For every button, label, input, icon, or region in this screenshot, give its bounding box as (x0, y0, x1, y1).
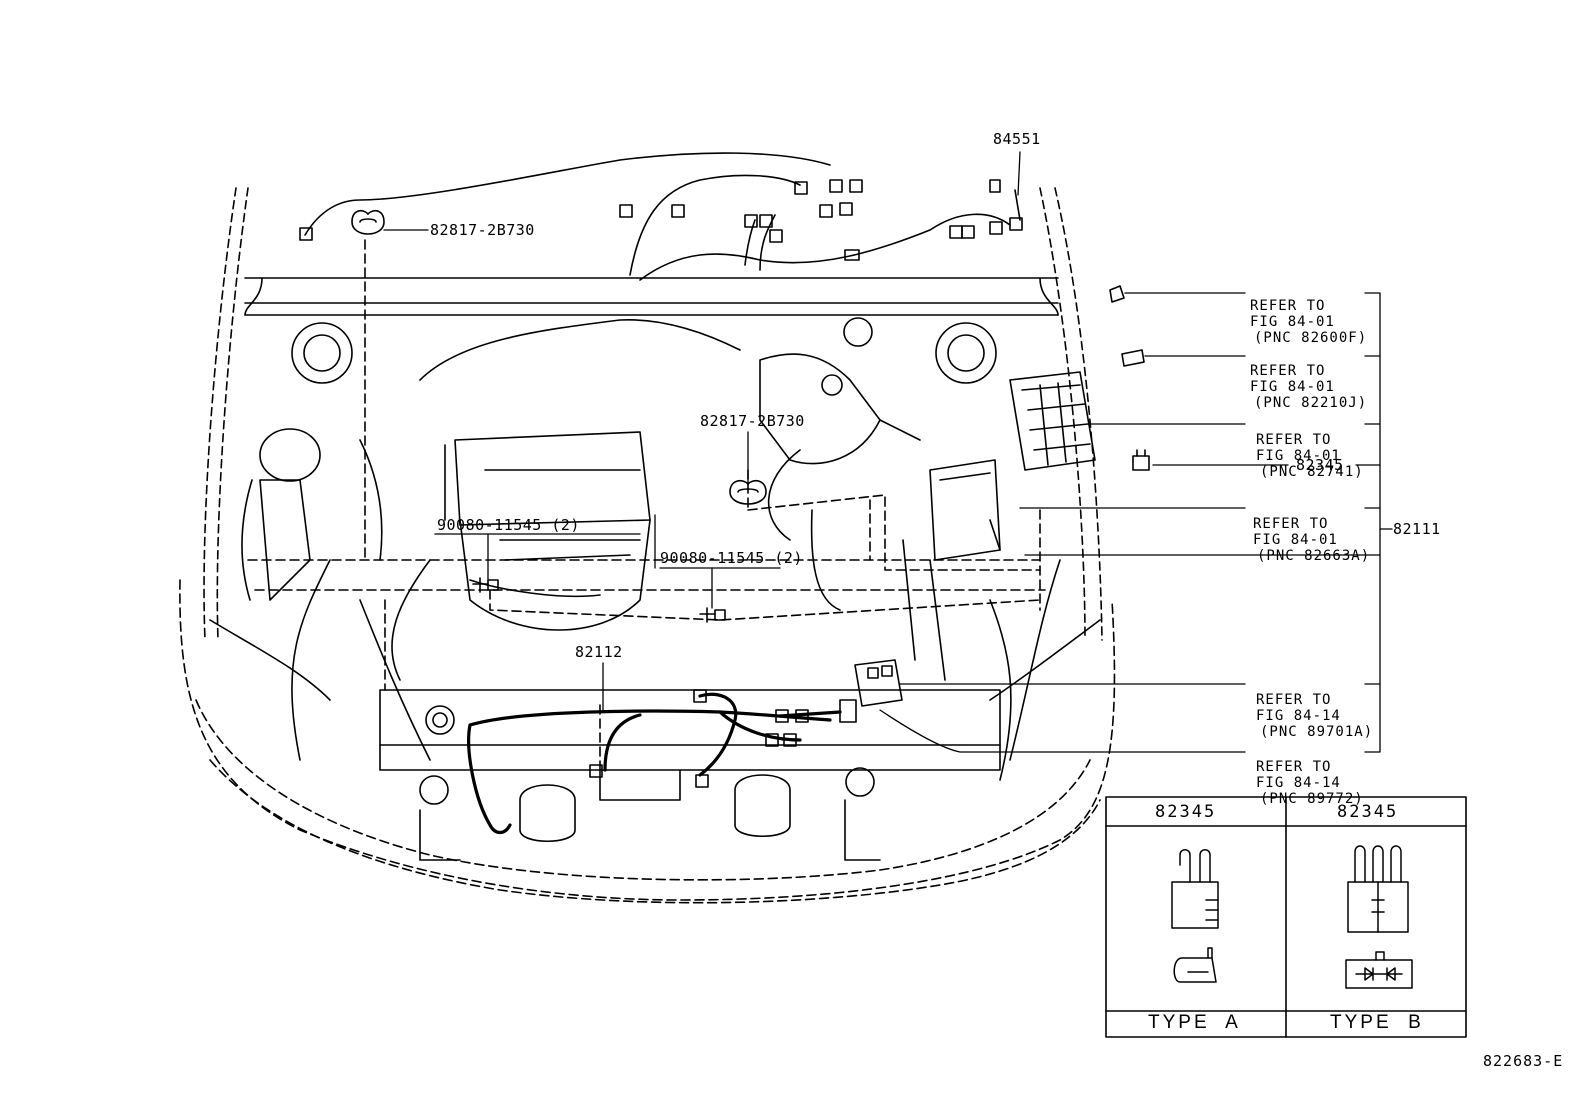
type-a-connector-icon (1171, 849, 1219, 983)
figure-id: 822683-E (1483, 1052, 1564, 1070)
top-harness (299, 152, 1023, 281)
label-82345: 82345 (1296, 456, 1344, 474)
connector-type-table (1105, 796, 1467, 1038)
label-90080-left: 90080-11545 (2) (437, 516, 580, 534)
label-82817-top: 82817-2B730 (430, 221, 535, 239)
engine-bay-components (209, 317, 1101, 861)
label-82111: 82111 (1393, 520, 1441, 538)
label-82112: 82112 (575, 643, 623, 661)
type-b-connector-icon (1345, 845, 1413, 989)
label-84551: 84551 (993, 130, 1041, 148)
type-b-label: TYPE B (1330, 1012, 1424, 1033)
grommet-and-bolts (472, 479, 767, 623)
reference-connectors (1109, 285, 1150, 471)
front-harness-connectors (589, 689, 857, 788)
type-b-part-number: 82345 (1337, 802, 1399, 822)
type-a-part-number: 82345 (1155, 802, 1217, 822)
label-82817-mid: 82817-2B730 (700, 412, 805, 430)
main-harness-82111 (247, 239, 1046, 771)
type-a-label: TYPE A (1148, 1012, 1241, 1033)
leader-lines (383, 151, 1393, 753)
front-harness-82112 (467, 692, 842, 835)
vehicle-body-outline (179, 187, 1116, 904)
label-90080-right: 90080-11545 (2) (660, 549, 803, 567)
